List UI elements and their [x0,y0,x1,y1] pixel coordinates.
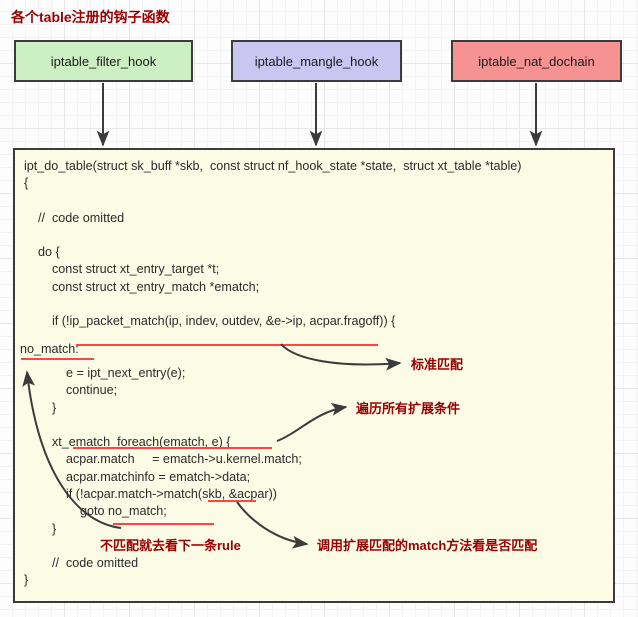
underline-match-call [208,500,256,502]
underline-no-match-label [21,358,94,360]
annotation-standard-match: 标准匹配 [411,357,464,372]
underline-xt-ematch-foreach [73,447,272,449]
diagram-title: 各个table注册的钩子函数 [11,9,170,25]
code-body-part1: { // code omitted do { const struct xt_e… [24,176,396,329]
underline-goto-no-match [113,523,214,525]
annotation-call-match-method: 调用扩展匹配的match方法看是否匹配 [317,538,538,553]
code-signature: ipt_do_table(struct sk_buff *skb, const … [24,159,522,173]
underline-ip-packet-match [76,344,378,346]
code-label-no-match: no_match: [20,342,79,356]
node-label: iptable_nat_dochain [478,53,595,69]
node-label: iptable_filter_hook [50,53,157,69]
node-label: iptable_mangle_hook [254,53,379,69]
node-iptable-filter-hook[interactable]: iptable_filter_hook [14,40,193,82]
code-body-part3: // code omitted } [24,556,139,588]
annotation-iterate-extensions: 遍历所有扩展条件 [356,401,461,416]
annotation-next-rule: 不匹配就去看下一条rule [100,538,241,553]
node-iptable-nat-dochain[interactable]: iptable_nat_dochain [451,40,622,82]
node-iptable-mangle-hook[interactable]: iptable_mangle_hook [231,40,402,82]
code-body-part2: e = ipt_next_entry(e); continue; } xt_em… [51,366,302,536]
